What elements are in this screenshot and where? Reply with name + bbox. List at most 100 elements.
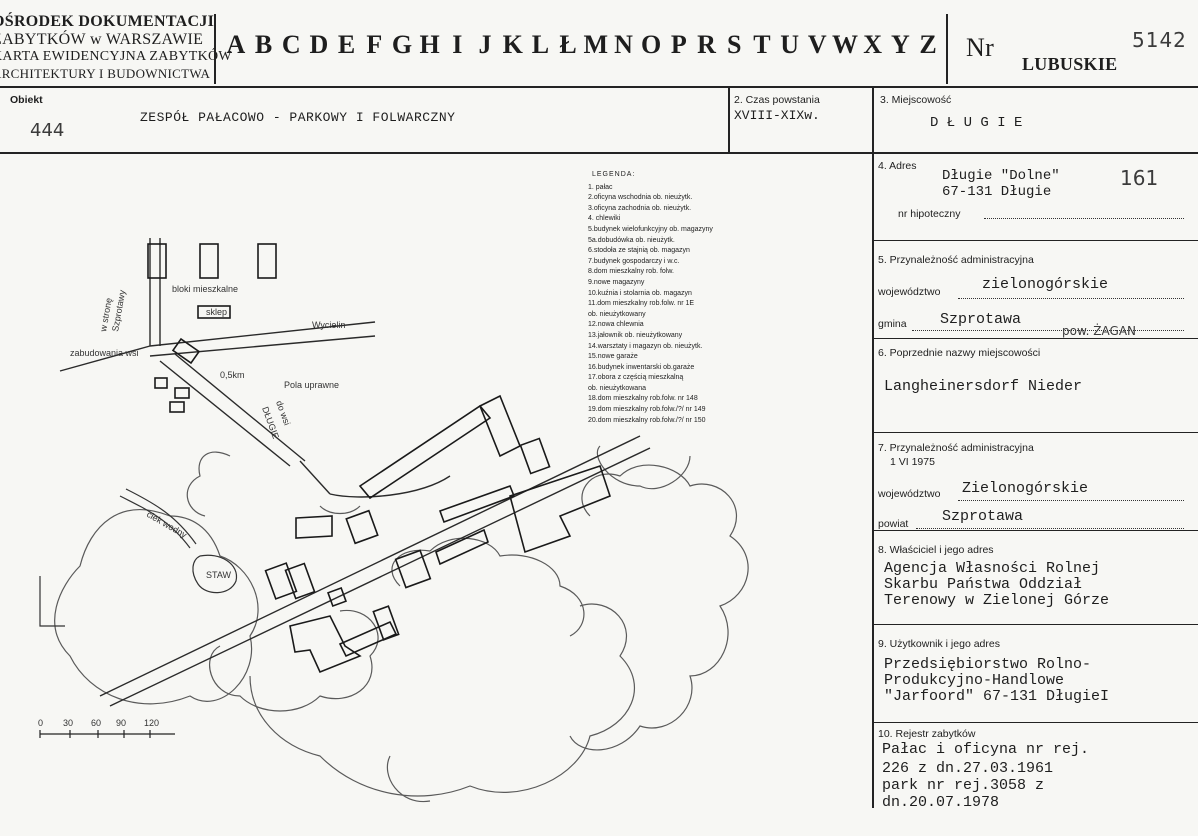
czas-label: 2. Czas powstania xyxy=(734,94,820,106)
alphabet-letter: O xyxy=(641,30,662,59)
legend-item: 11.dom mieszkalny rob.folw. nr 1E xyxy=(588,300,695,308)
map-label-pola: Pola uprawne xyxy=(284,380,339,390)
alphabet-letter: L xyxy=(531,30,550,59)
map-legend: LEGENDA: 1. pałac 2.oficyna wschodnia ob.… xyxy=(588,170,713,426)
obiekt-value: ZESPÓŁ PAŁACOWO - PARKOWY I FOLWARCZNY xyxy=(140,110,456,125)
legend-item: 9.nowe magazyny xyxy=(588,278,645,286)
institution-line-3: KARTA EWIDENCYJNA ZABYTKÓW xyxy=(0,49,232,64)
institution-line-1: OŚRODEK DOKUMENTACJI xyxy=(0,13,215,30)
legend-item: 2.oficyna wschodnia ob. nieużytk. xyxy=(588,194,693,202)
alphabet-letter: J xyxy=(478,30,492,59)
legend-item: 19.dom mieszkalny rob.folw./?/ nr 149 xyxy=(588,406,706,414)
miejscowosc-label: 3. Miejscowość xyxy=(880,94,952,106)
rejestr-line-4: dn.20.07.1978 xyxy=(882,794,1000,811)
park-trees xyxy=(54,445,749,803)
map-label-distance: 0,5km xyxy=(220,370,245,380)
wlasciciel-line-2: Skarbu Państwa Oddział xyxy=(884,576,1083,593)
alphabet-letter: W xyxy=(831,30,858,59)
legend-item: 20.dom mieszkalny rob.folw./?/ nr 150 xyxy=(588,416,706,424)
handwritten-card-number: 5142 xyxy=(1132,28,1187,52)
uzytkownik-line-2: Produkcyjno-Handlowe xyxy=(884,672,1065,689)
scale-0: 0 xyxy=(38,718,43,728)
alphabet-letter: Y xyxy=(890,30,910,59)
alphabet-letter: D xyxy=(309,30,329,59)
alphabet-letter: Z xyxy=(919,30,937,59)
map-label-szprotawy: Szprotawy xyxy=(110,289,127,333)
legend-item: 8.dom mieszkalny rob. folw. xyxy=(588,268,674,276)
alphabet-letter: I xyxy=(452,30,463,59)
rejestr-line-1: Pałac i oficyna nr rej. xyxy=(882,741,1090,758)
alphabet-letter: U xyxy=(780,30,799,59)
scale-60: 60 xyxy=(91,718,101,728)
legend-item: 17.obora z częścią mieszkalną xyxy=(588,374,684,382)
przynaleznosc1975-woj-label: województwo xyxy=(878,488,941,500)
przynaleznosc1975-date: 1 VI 1975 xyxy=(890,456,935,468)
legend-item: 10.kuźnia i stolarnia ob. magazyn xyxy=(588,289,692,297)
przynaleznosc-gmina-value: Szprotawa xyxy=(940,311,1022,328)
przynaleznosc-annotation: pow. ŻAGAN xyxy=(1062,324,1137,338)
alphabet-letter: E xyxy=(337,30,356,59)
legend-item: ob. nieużytkowana xyxy=(588,384,646,392)
alphabet-letter: T xyxy=(753,30,771,59)
map-label-sklep: sklep xyxy=(206,307,227,317)
alphabet-letter: N xyxy=(614,30,633,59)
legend-item: 16.budynek inwentarski ob.garaże xyxy=(588,363,695,371)
rejestr-label: 10. Rejestr zabytków xyxy=(878,728,976,740)
buildings xyxy=(147,243,611,674)
przynaleznosc-woj-value: zielonogórskie xyxy=(982,276,1109,293)
legend-item: ob. nieużytkowany xyxy=(588,310,646,318)
institution-block: OŚRODEK DOKUMENTACJI ZABYTKÓW w WARSZAWI… xyxy=(0,14,232,82)
legend-item: 13.jałownik ob. nieużytkowany xyxy=(588,331,683,339)
legend-item: 18.dom mieszkalny rob.folw. nr 148 xyxy=(588,395,698,403)
alphabet-letter: X xyxy=(863,30,883,59)
alphabet-letter: V xyxy=(807,30,827,59)
wlasciciel-line-3: Terenowy w Zielonej Górze xyxy=(884,592,1110,609)
przynaleznosc1975-powiat-label: powiat xyxy=(878,518,909,530)
alphabet-letter: Ł xyxy=(559,30,577,59)
wlasciciel-label: 8. Właściciel i jego adres xyxy=(878,544,994,556)
roads xyxy=(59,238,651,707)
legend-item: 5a.dobudówka ob. nieużytk. xyxy=(588,236,675,244)
adres-line-1: Długie "Dolne" xyxy=(942,168,1060,184)
hipoteczny-label: nr hipoteczny xyxy=(898,208,961,220)
legend-item: 14.warsztaty i magazyn ob. nieużytk. xyxy=(588,342,703,350)
alphabet-letter: M xyxy=(583,30,609,59)
map-label-bloki: bloki mieszkalne xyxy=(172,284,238,294)
legend-item: 3.oficyna zachodnia ob. nieużytk. xyxy=(588,204,692,212)
uzytkownik-line-1: Przedsiębiorstwo Rolno- xyxy=(884,656,1092,673)
adres-line-2: 67-131 Długie xyxy=(942,184,1052,200)
region-value: LUBUSKIE xyxy=(1022,54,1118,74)
alphabet-letter: P xyxy=(670,30,687,59)
map-label-zabudowania: zabudowania wsi xyxy=(70,348,139,358)
obiekt-label: Obiekt xyxy=(10,94,43,106)
przynaleznosc-woj-label: województwo xyxy=(878,286,941,298)
map-label-wycielin: Wycielin xyxy=(312,320,345,330)
przynaleznosc1975-label: 7. Przynależność administracyjna xyxy=(878,442,1034,454)
poprzednie-label: 6. Poprzednie nazwy miejscowości xyxy=(878,347,1041,359)
alphabet-letter: F xyxy=(366,30,383,59)
alphabet-letter: G xyxy=(391,30,413,59)
adres-label: 4. Adres xyxy=(878,160,917,172)
legend-item: 7.budynek gospodarczy i w.c. xyxy=(588,257,680,265)
site-map: bloki mieszkalne sklep Wycielin zabudowa… xyxy=(38,238,749,803)
czas-value: XVIII-XIXw. xyxy=(734,108,820,123)
legend-list: 1. pałac 2.oficyna wschodnia ob. nieużytk… xyxy=(588,183,713,427)
uzytkownik-label: 9. Użytkownik i jego adres xyxy=(878,638,1000,650)
przynaleznosc-label: 5. Przynależność administracyjna xyxy=(878,254,1034,266)
scale-90: 90 xyxy=(116,718,126,728)
przynaleznosc1975-woj-value: Zielonogórskie xyxy=(962,480,1089,497)
wlasciciel-line-1: Agencja Własności Rolnej xyxy=(884,560,1101,577)
miejscowosc-value: D Ł U G I E xyxy=(930,115,1023,131)
scale-120: 120 xyxy=(144,718,159,728)
legend-item: 1. pałac xyxy=(588,183,613,191)
pond-and-stream xyxy=(39,488,238,627)
institution-line-4: ARCHITEKTURY I BUDOWNICTWA xyxy=(0,66,211,81)
map-label-staw: STAW xyxy=(206,570,232,580)
alphabet-letter: H xyxy=(419,30,440,59)
scale-bar: 0 30 60 90 120 xyxy=(38,718,175,738)
legend-item: 5.budynek wielofunkcyjny ob. magazyny xyxy=(588,225,713,233)
legend-title: LEGENDA: xyxy=(592,171,636,178)
scale-30: 30 xyxy=(63,718,73,728)
